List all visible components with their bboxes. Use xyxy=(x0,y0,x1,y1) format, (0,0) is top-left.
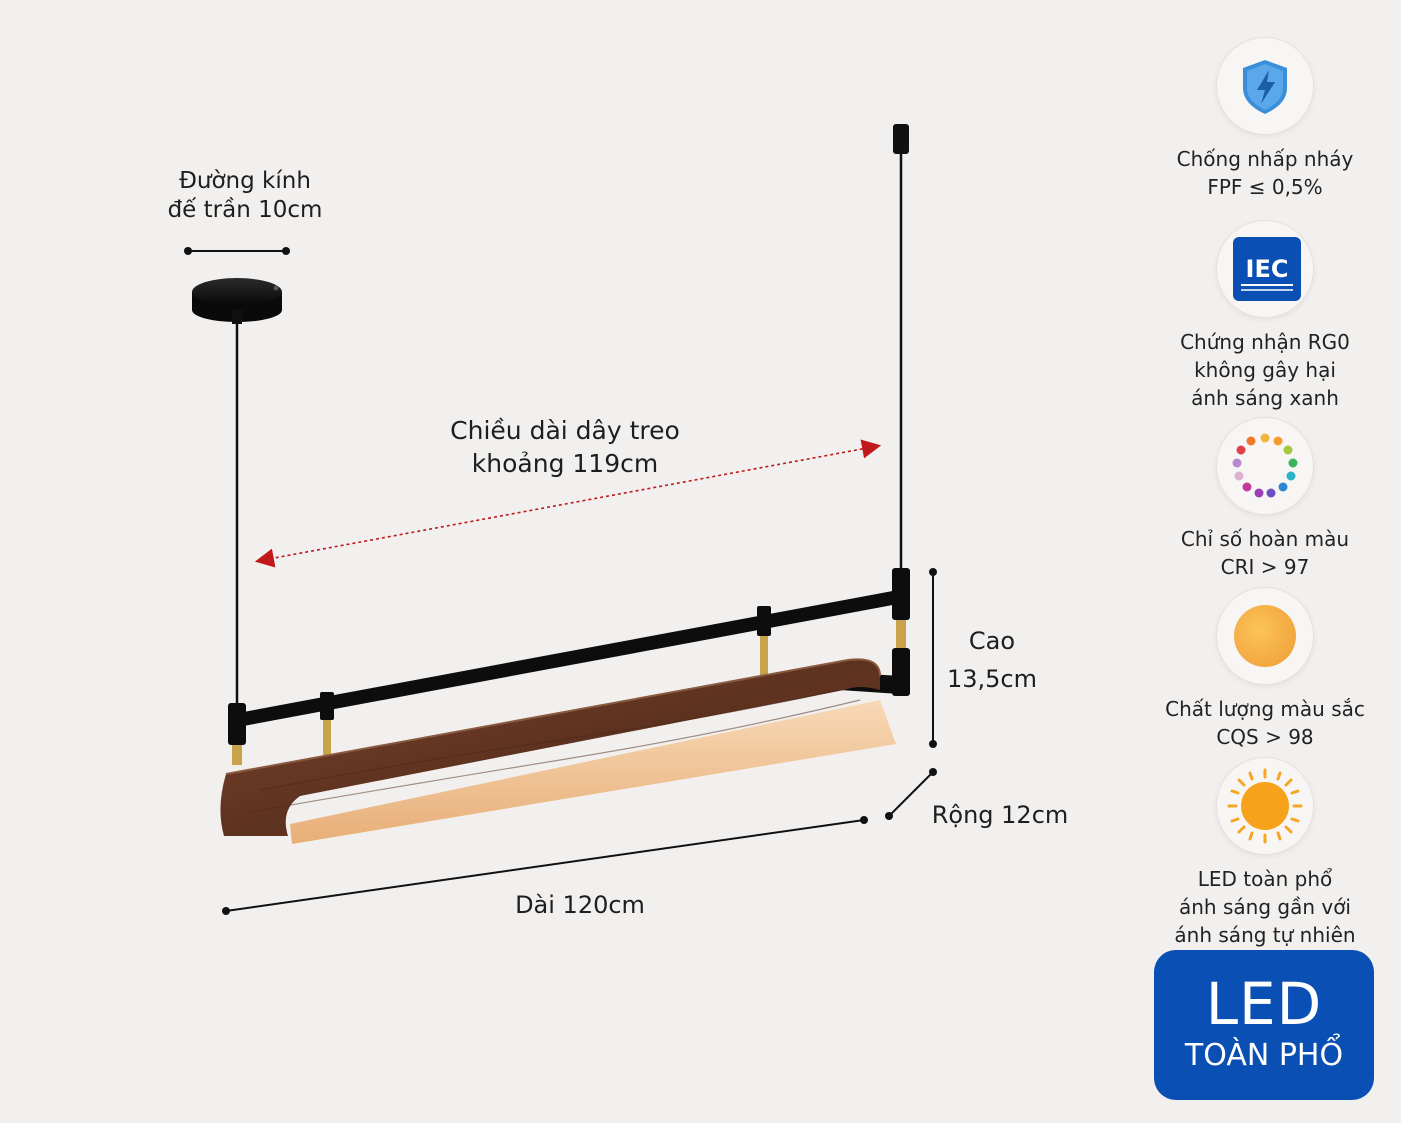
iec-logo-icon: IEC xyxy=(1233,237,1301,301)
feature-iec-rg0: IEC Chứng nhận RG0 không gây hại ánh sán… xyxy=(1150,220,1380,412)
color-ring-icon xyxy=(1232,433,1298,498)
iec-text: Chứng nhận RG0 không gây hại ánh sáng xa… xyxy=(1180,330,1350,410)
length-dimension xyxy=(222,816,868,915)
anti-flicker-text: Chống nhấp nháy FPF ≤ 0,5% xyxy=(1176,147,1354,199)
badge-full-spectrum-text: TOÀN PHỔ xyxy=(1184,1038,1344,1073)
cable-length-label: Chiều dài dây treo khoảng 119cm xyxy=(450,416,680,478)
anti-flicker-icon-circle xyxy=(1216,37,1314,135)
cqs-icon-circle xyxy=(1216,587,1314,685)
feature-anti-flicker: Chống nhấp nháy FPF ≤ 0,5% xyxy=(1150,37,1380,201)
sun-icon xyxy=(1227,768,1303,844)
right-cable xyxy=(893,124,909,572)
length-label: Dài 120cm xyxy=(515,891,645,919)
cri-icon-circle xyxy=(1216,417,1314,515)
height-label: Cao 13,5cm xyxy=(946,627,1037,693)
canopy-diameter-label: Đường kính đế trần 10cm xyxy=(167,168,323,223)
svg-text:IEC: IEC xyxy=(1246,255,1289,283)
ceiling-canopy xyxy=(192,278,282,324)
badge-led-text: LED xyxy=(1205,970,1323,1038)
shield-lightning-icon xyxy=(1243,60,1287,114)
canopy-diameter-dimension xyxy=(184,247,290,255)
iec-icon-circle: IEC xyxy=(1216,220,1314,318)
cqs-text: Chất lượng màu sắc CQS > 98 xyxy=(1165,697,1365,749)
lamp-body xyxy=(220,568,910,844)
feature-cqs: Chất lượng màu sắc CQS > 98 xyxy=(1150,587,1380,751)
width-label: Rộng 12cm xyxy=(931,801,1069,829)
led-full-spectrum-badge: LED TOÀN PHỔ xyxy=(1154,950,1374,1100)
width-dimension xyxy=(885,768,937,820)
orange-circle-icon xyxy=(1234,605,1296,667)
feature-cri: Chỉ số hoàn màu CRI > 97 xyxy=(1150,417,1380,581)
height-dimension xyxy=(929,568,937,748)
feature-full-spectrum: LED toàn phổ ánh sáng gần với ánh sáng t… xyxy=(1150,757,1380,949)
full-spectrum-text: LED toàn phổ ánh sáng gần với ánh sáng t… xyxy=(1174,867,1356,947)
cri-text: Chỉ số hoàn màu CRI > 97 xyxy=(1180,527,1350,579)
full-spectrum-icon-circle xyxy=(1216,757,1314,855)
